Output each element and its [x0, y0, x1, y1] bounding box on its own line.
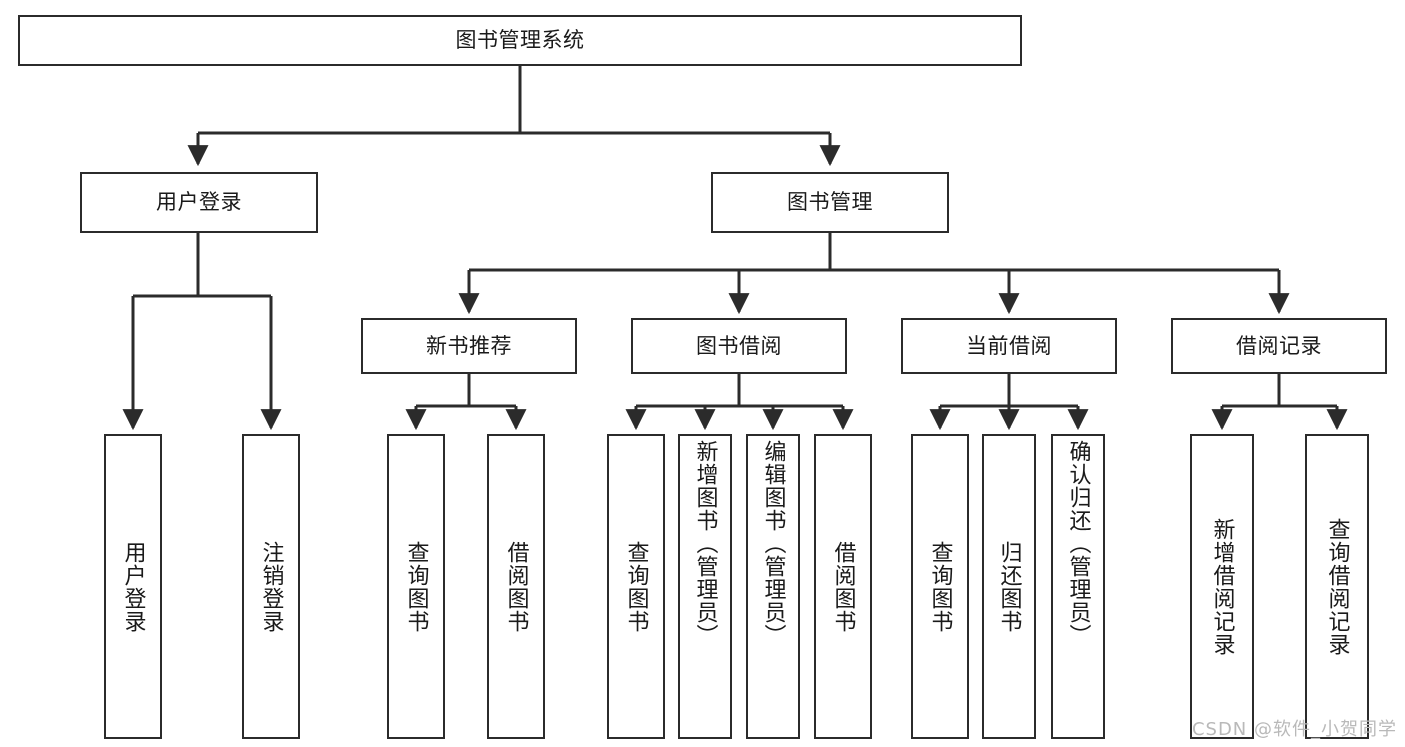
node-leaf-borrow-book-nb-label: 借阅图书	[503, 540, 529, 633]
node-book-borrow-label: 图书借阅	[696, 333, 782, 358]
node-user-login[interactable]: 用户登录	[80, 172, 318, 233]
node-borrow-record[interactable]: 借阅记录	[1171, 318, 1387, 374]
node-leaf-query-book-nb[interactable]: 查询图书	[387, 434, 445, 739]
csdn-watermark: CSDN @软件_小贺同学	[1191, 719, 1397, 740]
node-current-borrow[interactable]: 当前借阅	[901, 318, 1117, 374]
node-book-borrow[interactable]: 图书借阅	[631, 318, 847, 374]
node-new-book-recommend[interactable]: 新书推荐	[361, 318, 577, 374]
node-leaf-add-book-admin-label: 新增图书（管理员）	[692, 440, 718, 647]
node-leaf-add-book-admin[interactable]: 新增图书（管理员）	[678, 434, 732, 739]
node-leaf-user-login-label: 用户登录	[120, 540, 146, 633]
node-book-management-label: 图书管理	[787, 190, 873, 215]
node-leaf-borrow-book-bb[interactable]: 借阅图书	[814, 434, 872, 739]
node-leaf-return-book[interactable]: 归还图书	[982, 434, 1036, 739]
node-leaf-query-book-cb[interactable]: 查询图书	[911, 434, 969, 739]
node-leaf-logout[interactable]: 注销登录	[242, 434, 300, 739]
node-borrow-record-label: 借阅记录	[1236, 333, 1322, 358]
node-leaf-query-book-bb[interactable]: 查询图书	[607, 434, 665, 739]
node-leaf-borrow-book-nb[interactable]: 借阅图书	[487, 434, 545, 739]
node-leaf-edit-book-admin[interactable]: 编辑图书（管理员）	[746, 434, 800, 739]
node-leaf-query-book-cb-label: 查询图书	[927, 540, 953, 633]
node-leaf-query-book-nb-label: 查询图书	[403, 540, 429, 633]
node-root-label: 图书管理系统	[455, 28, 585, 53]
node-leaf-add-borrow-record[interactable]: 新增借阅记录	[1190, 434, 1254, 739]
node-leaf-confirm-return-admin[interactable]: 确认归还（管理员）	[1051, 434, 1105, 739]
node-book-management[interactable]: 图书管理	[711, 172, 949, 233]
node-leaf-query-book-bb-label: 查询图书	[623, 540, 649, 633]
node-leaf-query-borrow-record-label: 查询借阅记录	[1324, 517, 1350, 656]
node-leaf-confirm-return-admin-label: 确认归还（管理员）	[1065, 440, 1091, 647]
node-leaf-add-borrow-record-label: 新增借阅记录	[1209, 517, 1235, 656]
node-new-book-recommend-label: 新书推荐	[426, 333, 512, 358]
node-user-login-label: 用户登录	[156, 190, 242, 215]
node-leaf-edit-book-admin-label: 编辑图书（管理员）	[760, 440, 786, 647]
node-root-book-management-system[interactable]: 图书管理系统	[18, 15, 1022, 66]
node-leaf-borrow-book-bb-label: 借阅图书	[830, 540, 856, 633]
node-leaf-query-borrow-record[interactable]: 查询借阅记录	[1305, 434, 1369, 739]
node-current-borrow-label: 当前借阅	[966, 333, 1052, 358]
node-leaf-logout-label: 注销登录	[258, 540, 284, 633]
node-leaf-user-login[interactable]: 用户登录	[104, 434, 162, 739]
node-leaf-return-book-label: 归还图书	[996, 540, 1022, 633]
